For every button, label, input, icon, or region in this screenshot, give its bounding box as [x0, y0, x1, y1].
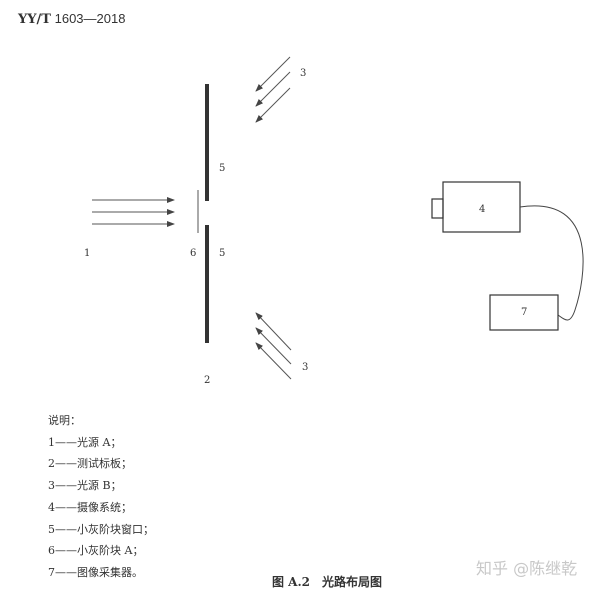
- label-window-top: 5: [219, 163, 226, 174]
- legend-title: 说明：: [48, 414, 81, 427]
- standard-prefix: YY/T: [18, 12, 51, 27]
- legend-item: 3——光源 B；: [48, 479, 122, 493]
- label-window-bottom: 5: [219, 248, 226, 259]
- legend-item: 2——测试标板；: [48, 457, 132, 471]
- label-camera-system: 4: [479, 204, 486, 215]
- camera-system: [431, 181, 521, 233]
- legend-item: 1——光源 A；: [48, 435, 122, 449]
- legend: 说明： 1——光源 A； 2——测试标板； 3——光源 B； 4——摄像系统； …: [48, 410, 154, 584]
- light-source-a-arrows: [92, 197, 175, 227]
- legend-item: 5——小灰阶块窗口；: [48, 522, 154, 536]
- light-source-b-top-arrows: [255, 56, 291, 123]
- label-light-source-b-bottom: 3: [302, 362, 309, 373]
- cable: [519, 205, 584, 321]
- label-light-source-b-top: 3: [300, 68, 307, 79]
- legend-item: 7——图像采集器。: [48, 565, 143, 579]
- standard-header: YY/T 1603—2018: [18, 11, 125, 27]
- light-source-b-bottom-arrows: [255, 312, 292, 380]
- figure-caption: 图 A.2 光路布局图: [272, 575, 383, 589]
- watermark: 知乎 @陈继乾: [476, 559, 578, 578]
- label-gray-step-a: 6: [190, 248, 197, 259]
- label-test-board: 2: [204, 375, 211, 386]
- test-board: [205, 84, 209, 343]
- label-image-collector: 7: [521, 307, 528, 318]
- label-light-source-a: 1: [84, 248, 91, 259]
- legend-item: 4——摄像系统；: [48, 500, 132, 514]
- image-collector: [489, 294, 559, 331]
- legend-item: 6——小灰阶块 A；: [48, 544, 144, 558]
- standard-number: 1603—2018: [54, 11, 126, 26]
